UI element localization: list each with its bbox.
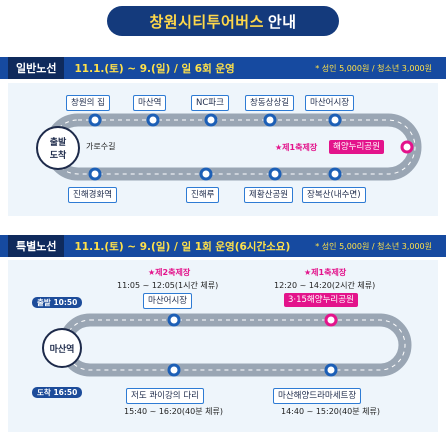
- end-label: 도착: [49, 151, 67, 161]
- general-route-header: 일반노선 11.1.(토) ~ 9.(일) / 일 6회 운영 * 성인 5,0…: [0, 57, 446, 79]
- stop-label: 창동상상길: [245, 95, 295, 111]
- stop-label: NC파크: [191, 95, 229, 111]
- general-fare: * 성인 5,000원 / 청소년 3,000원: [315, 64, 432, 73]
- bottom-right-stop: 마산해양드라마세트장: [273, 388, 362, 404]
- arrive-label: 도착: [37, 388, 51, 397]
- stop-dot: [328, 167, 342, 181]
- start-label: 출발: [49, 138, 67, 148]
- stop-dot: [263, 113, 277, 127]
- stop-label: 제황산공원: [244, 187, 294, 203]
- depart-label: 출발: [37, 298, 51, 307]
- stop-label: 진해루: [186, 187, 220, 203]
- stop-dot: [204, 113, 218, 127]
- stop-dot: [268, 167, 282, 181]
- stop-label: 마산어시장: [305, 95, 355, 111]
- general-start-circle: 출발 도착: [36, 126, 80, 170]
- depart-pill: 출발 10:50: [32, 297, 83, 308]
- general-festival-stop: 해양누리공원: [329, 140, 384, 154]
- title-highlight: 창원시티투어버스: [149, 12, 264, 31]
- stop-dot: [167, 313, 181, 327]
- bottom-left-time: 15:40 ~ 16:20(40분 체류): [124, 407, 223, 416]
- fest2-time: 11:05 ~ 12:05(1시간 체류): [117, 281, 219, 290]
- special-track: [58, 313, 412, 377]
- stop-dot: [88, 113, 102, 127]
- arrive-time: 16:50: [53, 388, 78, 397]
- stop-dot: [146, 113, 160, 127]
- fest2-stop: 마산어시장: [143, 293, 193, 309]
- general-festival-label: ★제1축제장: [275, 143, 318, 152]
- stop-label: 진해경화역: [68, 187, 118, 203]
- arrive-pill: 도착 16:50: [32, 387, 83, 398]
- stop-dot: [88, 167, 102, 181]
- fest2-label: ★제2축제장: [148, 268, 191, 277]
- bottom-right-time: 14:40 ~ 15:20(40분 체류): [281, 407, 380, 416]
- special-track-dash: [64, 319, 406, 371]
- stop-label: 마산역: [133, 95, 167, 111]
- special-fare: * 성인 5,000원 / 청소년 3,000원: [315, 242, 432, 251]
- bottom-left-stop: 저도 콰이강의 다리: [126, 388, 204, 404]
- title-rest: 안내: [267, 12, 297, 31]
- festival-stop-dot: [324, 313, 338, 327]
- festival-stop-dot: [400, 140, 414, 154]
- general-route-name: 일반노선: [8, 57, 65, 79]
- special-route-name: 특별노선: [8, 235, 65, 257]
- special-start-circle: 마산역: [42, 328, 82, 368]
- page-title: 창원시티투어버스 안내: [107, 6, 339, 36]
- depart-time: 10:50: [53, 298, 78, 307]
- stop-label: 창원의 집: [66, 95, 110, 111]
- fest1-label: ★제1축제장: [304, 268, 347, 277]
- fest1-stop: 3·15해양누리공원: [284, 293, 358, 307]
- stop-label: 장복산(내수면): [302, 187, 366, 203]
- stop-dot: [199, 167, 213, 181]
- general-schedule: 11.1.(토) ~ 9.(일) / 일 6회 운영: [74, 62, 235, 75]
- fest1-time: 12:20 ~ 14:20(2시간 체류): [274, 281, 376, 290]
- special-schedule: 11.1.(토) ~ 9.(일) / 일 1회 운영(6시간소요): [74, 240, 291, 253]
- stop-dot: [167, 363, 181, 377]
- stop-dot: [324, 363, 338, 377]
- side-label: 가로수길: [86, 142, 116, 151]
- special-route-header: 특별노선 11.1.(토) ~ 9.(일) / 일 1회 운영(6시간소요) *…: [0, 235, 446, 257]
- special-start-stop: 마산역: [49, 344, 75, 355]
- stop-dot: [328, 113, 342, 127]
